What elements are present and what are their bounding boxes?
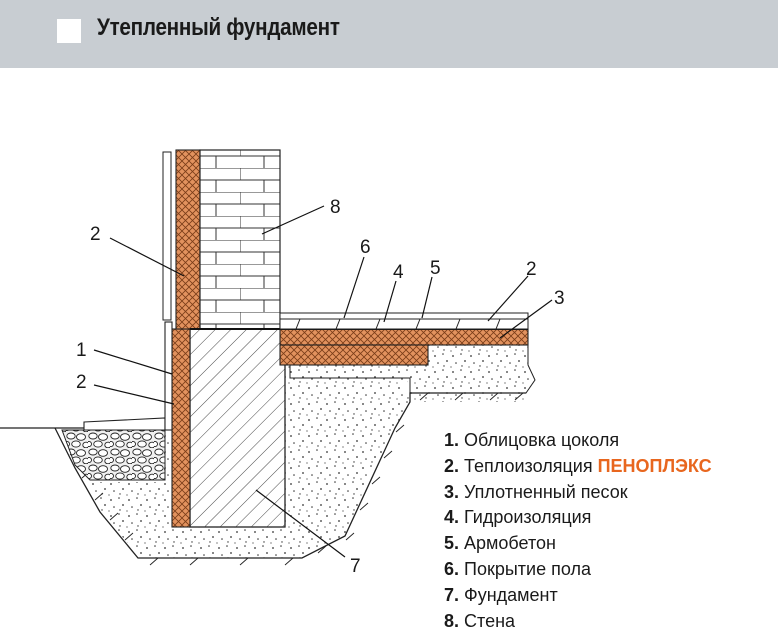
legend-item: 3. Уплотненный песок	[444, 480, 712, 506]
legend-item: 6. Покрытие пола	[444, 557, 712, 583]
callout-7: 7	[350, 556, 361, 577]
callout-3: 3	[554, 288, 565, 309]
floor-insulation-upper	[279, 328, 529, 346]
screed-joints	[295, 318, 501, 330]
wall-insulation	[175, 149, 201, 330]
brick-wall	[199, 149, 281, 330]
legend-number: 4.	[444, 507, 460, 528]
floor-sand	[289, 344, 536, 394]
legend-item: 5. Армобетон	[444, 531, 712, 557]
header-bar: Утепленный фундамент	[0, 0, 778, 68]
callout-2-floor: 2	[526, 259, 537, 280]
callout-8: 8	[330, 197, 341, 218]
header-square-marker	[57, 19, 81, 43]
legend-item: 4. Гидроизоляция	[444, 505, 712, 531]
floor-insulation-lower	[279, 344, 429, 366]
legend-item: 1. Облицовка цоколя	[444, 428, 712, 454]
vertical-foundation-insulation	[171, 328, 191, 528]
legend-label: Стена	[464, 610, 516, 631]
legend-label: Покрытие пола	[464, 558, 591, 579]
callout-6: 6	[360, 237, 371, 258]
legend-label: Армобетон	[464, 533, 556, 554]
legend-label: Уплотненный песок	[464, 481, 628, 502]
callout-4: 4	[393, 262, 404, 283]
plinth-cladding	[164, 321, 173, 431]
legend-label: Теплоизоляция	[464, 455, 593, 476]
leader-lines	[93, 205, 553, 558]
legend-number: 8.	[444, 610, 460, 631]
callout-2-wall: 2	[90, 224, 101, 245]
legend-item: 8. Стена	[444, 609, 712, 635]
legend-item: 7. Фундамент	[444, 583, 712, 609]
legend-number: 2.	[444, 455, 460, 476]
brand-name: ПЕНОПЛЭКС	[597, 455, 712, 476]
callout-2-plinth: 2	[76, 372, 87, 393]
facade-finish	[162, 151, 172, 321]
legend-number: 6.	[444, 558, 460, 579]
floor-covering	[279, 312, 529, 320]
legend-number: 7.	[444, 584, 460, 605]
legend-label: Гидроизоляция	[464, 507, 592, 528]
legend-label: Облицовка цоколя	[464, 430, 620, 450]
legend-label: Фундамент	[464, 584, 558, 605]
callout-5: 5	[430, 258, 441, 279]
blind-area-slab	[83, 417, 166, 431]
excavation-outline	[54, 392, 526, 559]
legend-number: 1.	[444, 430, 460, 450]
legend-number: 5.	[444, 533, 460, 554]
reinforced-screed	[279, 318, 529, 330]
legend-number: 3.	[444, 481, 460, 502]
callout-1: 1	[76, 340, 87, 361]
page-title: Утепленный фундамент	[97, 14, 340, 41]
